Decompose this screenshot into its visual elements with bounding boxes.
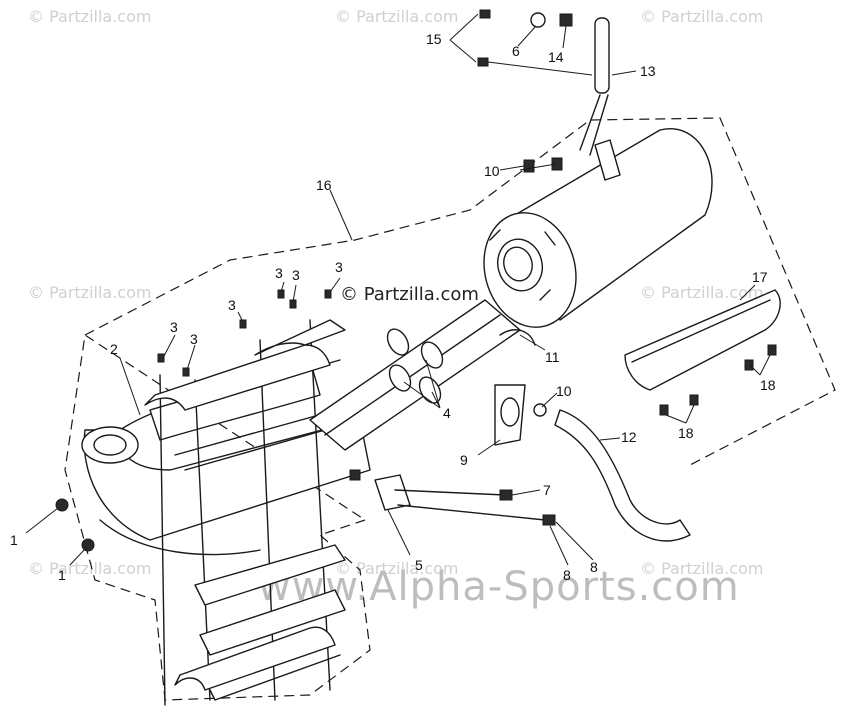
leader-lines: [25, 13, 771, 566]
hardware: [55, 9, 573, 552]
watermark-center: © Partzilla.com: [340, 284, 479, 305]
callout-4: 4: [443, 405, 451, 421]
callout-18a: 18: [760, 377, 776, 393]
callout-5: 5: [415, 557, 423, 573]
callout-3a: 3: [170, 319, 178, 335]
callout-3c: 3: [228, 297, 236, 313]
callout-9: 9: [460, 452, 468, 468]
muffler-outlet: [497, 238, 543, 292]
callout-8b: 8: [590, 559, 598, 575]
clamp-9: [494, 384, 526, 446]
watermark-bottom-right: © Partzilla.com: [640, 559, 763, 578]
callout-7: 7: [543, 482, 551, 498]
tail-pipe-12: [554, 409, 691, 542]
callout-3f: 3: [335, 259, 343, 275]
callout-3b: 3: [190, 331, 198, 347]
callout-15: 15: [426, 31, 442, 47]
callout-3e: 3: [292, 267, 300, 283]
header-flange-left: [81, 426, 139, 464]
hanger-13: [579, 17, 610, 156]
muffler: [483, 128, 713, 328]
callout-13: 13: [640, 63, 656, 79]
watermark-top-left: © Partzilla.com: [28, 7, 151, 26]
bracket-5: [349, 469, 556, 526]
callout-14: 14: [548, 49, 564, 65]
muffler-bracket: [594, 139, 621, 181]
callout-10a: 10: [484, 163, 500, 179]
mid-pipe: [309, 299, 521, 451]
callout-16: 16: [316, 177, 332, 193]
callouts: 1 1 2 3 3 3 3 3 3 4 5 6 7 8 8 9 10 10 11…: [10, 31, 776, 583]
watermark-bottom-left: © Partzilla.com: [28, 559, 151, 578]
gasket-11: [499, 329, 536, 346]
watermark-top-center: © Partzilla.com: [335, 7, 458, 26]
callout-6: 6: [512, 43, 520, 59]
callout-11: 11: [545, 349, 560, 365]
heat-shields: [144, 319, 346, 701]
callout-2: 2: [110, 341, 118, 357]
callout-1b: 1: [58, 567, 66, 583]
heat-guard-17: [624, 289, 781, 416]
callout-18b: 18: [678, 425, 694, 441]
watermark-layer: © Partzilla.com © Partzilla.com © Partzi…: [28, 7, 763, 610]
watermark-top-right: © Partzilla.com: [640, 7, 763, 26]
callout-10b: 10: [556, 383, 572, 399]
callout-3d: 3: [275, 265, 283, 281]
callout-8a: 8: [563, 567, 571, 583]
callout-12: 12: [621, 429, 637, 445]
watermark-mid-left: © Partzilla.com: [28, 283, 151, 302]
watermark-bottom-center: © Partzilla.com: [335, 559, 458, 578]
callout-1a: 1: [10, 532, 18, 548]
callout-17: 17: [752, 269, 768, 285]
watermark-mid-right: © Partzilla.com: [640, 283, 763, 302]
